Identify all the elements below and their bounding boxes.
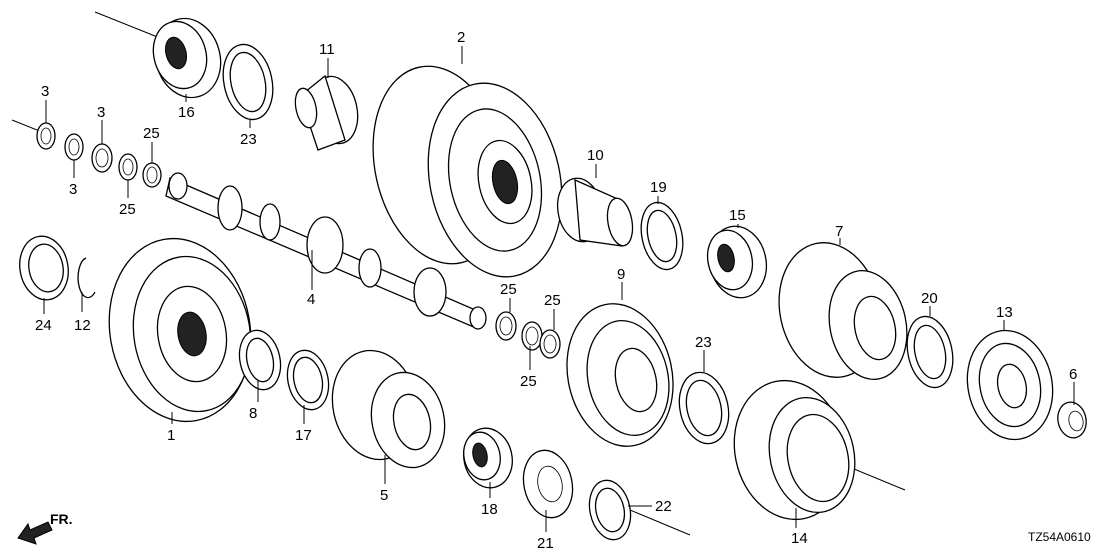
- callout-11: 21: [537, 535, 554, 552]
- callout-25-a: 25: [119, 201, 136, 218]
- part-sleeve-12: [556, 177, 634, 247]
- callout-5: 5: [380, 487, 388, 504]
- part-plate-11: [522, 449, 574, 519]
- part-gear-5: [331, 349, 446, 469]
- callouts: 16 23 11 2 3 3 3 25 25 4 10 19 15 7 24 1…: [35, 29, 1077, 552]
- part-gear-6: [778, 242, 908, 381]
- part-thrust-washer-19: [286, 349, 330, 411]
- part-washer-10: [238, 329, 282, 391]
- front-label: FR.: [50, 511, 73, 527]
- callout-19: 17: [295, 427, 312, 444]
- callout-4: 4: [307, 291, 315, 308]
- callout-17: 15: [729, 207, 746, 224]
- callout-6: 7: [835, 223, 843, 240]
- callout-22: 20: [921, 290, 938, 307]
- callout-3-b: 3: [69, 181, 77, 198]
- part-clutch-drum-2: [372, 65, 563, 278]
- diagram-code: TZ54A0610: [1028, 530, 1091, 544]
- part-thrust-bearing-22: [906, 315, 954, 389]
- callout-3-a: 3: [41, 83, 49, 100]
- part-needle-bearing-17: [706, 225, 768, 299]
- callout-14: 12: [74, 317, 91, 334]
- callout-18: 16: [178, 104, 195, 121]
- callout-7: 14: [791, 530, 808, 547]
- callout-25-d: 25: [520, 373, 537, 390]
- callout-13: 11: [319, 41, 335, 58]
- callout-25-c: 25: [500, 281, 517, 298]
- callout-9: 6: [1069, 366, 1077, 383]
- callout-8: 9: [617, 266, 625, 283]
- callout-3-c: 3: [97, 104, 105, 121]
- callout-23-top: 23: [240, 131, 257, 148]
- front-direction-indicator: FR.: [17, 511, 73, 545]
- callout-1: 1: [167, 427, 175, 444]
- part-needle-bearing-18: [152, 17, 222, 99]
- part-snap-ring-14: [77, 257, 96, 299]
- part-washers-3-25: [36, 122, 162, 188]
- callout-25-e: 25: [544, 292, 561, 309]
- part-plug-9: [1057, 401, 1087, 439]
- leader-lines: [43, 46, 1075, 532]
- callout-23-middle: 23: [695, 334, 712, 351]
- part-gear-8: [566, 303, 674, 447]
- callout-25-b: 25: [143, 125, 160, 142]
- callout-15: 13: [996, 304, 1013, 321]
- callout-21: 19: [650, 179, 667, 196]
- part-thrust-washer-23-top: [222, 43, 274, 121]
- callout-10: 8: [249, 405, 257, 422]
- part-clutch-assembly-1: [108, 237, 252, 423]
- part-ball-bearing-15: [966, 329, 1054, 441]
- callout-20: 22: [655, 498, 672, 515]
- part-collar-13: [294, 74, 359, 151]
- callout-12: 10: [587, 147, 604, 164]
- part-thrust-washer-20: [588, 479, 632, 541]
- part-thrust-bearing-21: [640, 201, 684, 271]
- part-gear-7: [733, 379, 856, 521]
- callout-2: 2: [457, 29, 465, 46]
- part-washers-25-middle: [495, 311, 561, 359]
- part-thrust-washer-23-middle: [678, 371, 730, 445]
- front-arrow-icon: [17, 521, 53, 545]
- part-needle-bearing-16: [463, 427, 513, 489]
- part-mainshaft-4: [165, 172, 487, 330]
- callout-24: 24: [35, 317, 52, 334]
- callout-16: 18: [481, 501, 498, 518]
- part-seal-24: [19, 235, 69, 301]
